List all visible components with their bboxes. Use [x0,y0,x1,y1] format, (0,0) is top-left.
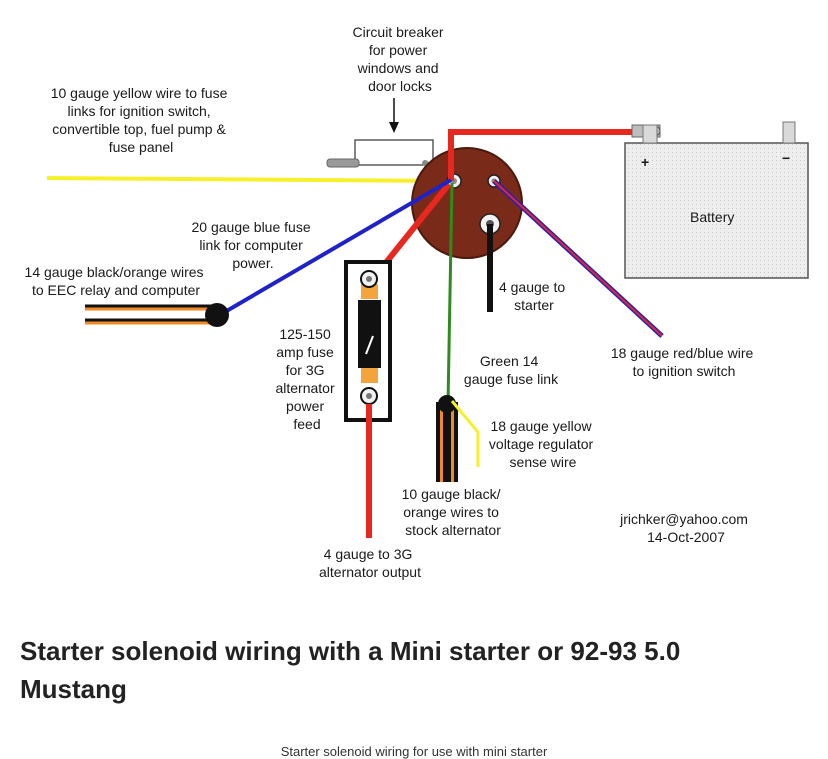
starter-solenoid [411,147,523,259]
battery-label: Battery [690,209,734,225]
blue-computer-fuse-link [216,178,453,318]
label-amp-fuse: 125-150 amp fuse for 3G alternator power… [275,326,338,432]
next-diagram-caption: Starter solenoid wiring for use with min… [280,744,548,759]
label-circuit-breaker: Circuit breaker for power windows and do… [353,24,448,94]
label-red-blue-wire: 18 gauge red/blue wire to ignition switc… [611,345,757,379]
label-yellow-sense-wire: 18 gauge yellow voltage regulator sense … [489,418,597,470]
author-credit: jrichker@yahoo.com 14-Oct-2007 [619,511,752,545]
battery-plus-sign: + [641,154,649,170]
label-eec-wires: 14 gauge black/orange wires to EEC relay… [25,264,208,298]
red-battery-cable [448,129,640,181]
label-starter: 4 gauge to starter [499,279,569,313]
breaker-arrowhead [389,122,399,133]
label-green-fuse-link: Green 14 gauge fuse link [464,353,559,387]
circuit-breaker [326,139,445,180]
yellow-fuse-link-wire [46,176,449,183]
label-alternator-output: 4 gauge to 3G alternator output [319,546,421,580]
wiring-diagram: + − Battery C [25,24,809,580]
battery-minus-sign: − [782,150,790,166]
red-blue-ignition-wire-stripe [493,180,663,337]
article-title: Starter solenoid wiring with a Mini star… [20,636,681,704]
yellow-sense-wire [450,400,480,467]
label-stock-alternator-wires: 10 gauge black/ orange wires to stock al… [402,486,505,538]
green-fuse-link [446,182,454,405]
stock-alternator-wires [436,395,458,482]
label-yellow-wire: 10 gauge yellow wire to fuse links for i… [51,85,232,155]
label-blue-fuse-link: 20 gauge blue fuse link for computer pow… [192,219,315,271]
alternator-fuse [344,260,392,422]
battery [624,121,809,279]
eec-wire-bundle [85,303,229,327]
